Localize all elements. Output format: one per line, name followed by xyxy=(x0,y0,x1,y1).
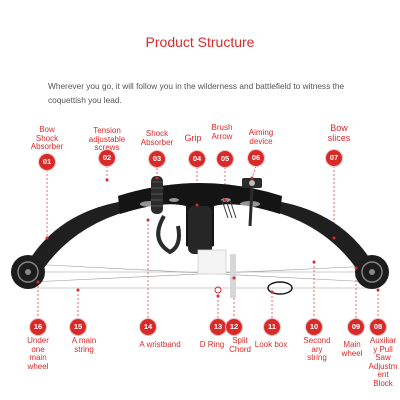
callout-label-15: A main string xyxy=(71,336,97,354)
callout-label-12: Split Chord xyxy=(229,336,251,354)
callout-label-07: Bow slices xyxy=(327,123,351,143)
d-ring xyxy=(214,286,222,294)
callout-badge-05: 05 xyxy=(217,151,233,167)
look-box xyxy=(267,281,293,295)
leader-line-06 xyxy=(251,165,257,179)
callout-badge-12: 12 xyxy=(226,319,242,335)
callout-label-08: Auxiliar y Pull Saw Adjustm ent Block xyxy=(368,336,398,388)
callout-label-14: A wristband xyxy=(139,340,181,349)
callout-badge-15: 15 xyxy=(70,319,86,335)
page-title: Product Structure xyxy=(145,34,255,50)
callout-label-13: D Ring xyxy=(199,340,225,349)
callout-badge-02: 02 xyxy=(99,150,115,166)
shock-absorber xyxy=(151,176,163,214)
callout-badge-09: 09 xyxy=(348,319,364,335)
callout-badge-13: 13 xyxy=(210,319,226,335)
callout-badge-14: 14 xyxy=(140,319,156,335)
callout-label-16: Under one main wheel xyxy=(27,336,49,371)
callout-label-04: Grip xyxy=(184,133,202,143)
split-chord xyxy=(230,254,236,298)
callout-badge-08: 08 xyxy=(370,319,386,335)
callout-label-03: Shock Absorber xyxy=(140,129,174,147)
callout-badge-07: 07 xyxy=(326,150,342,166)
callout-badge-11: 11 xyxy=(264,319,280,335)
callout-badge-06: 06 xyxy=(248,150,264,166)
callout-badge-04: 04 xyxy=(189,151,205,167)
wristband xyxy=(156,214,181,255)
leader-dots xyxy=(36,176,380,298)
callout-label-09: Main wheel xyxy=(341,340,363,358)
callout-badge-03: 03 xyxy=(149,151,165,167)
callout-label-11: Look box xyxy=(254,340,288,349)
callout-label-10: Second ary string xyxy=(303,336,331,363)
callout-badge-10: 10 xyxy=(306,319,322,335)
callout-label-05: Brush Arrow xyxy=(211,123,233,141)
callout-badge-01: 01 xyxy=(39,154,55,170)
page-subtitle: Wherever you go, it will follow you in t… xyxy=(48,81,345,105)
d-ring-block xyxy=(197,249,227,275)
callout-label-02: Tension adjustable screws xyxy=(88,126,126,153)
callout-label-06: Aiming device xyxy=(248,128,274,146)
aiming-device xyxy=(242,178,262,227)
brush-arrow-rest xyxy=(221,199,237,219)
left-main-wheel xyxy=(11,255,45,289)
callout-badge-16: 16 xyxy=(30,319,46,335)
grip xyxy=(188,206,212,254)
right-main-wheel xyxy=(355,255,389,289)
callout-label-01: Bow Shock Absorber xyxy=(30,125,64,152)
